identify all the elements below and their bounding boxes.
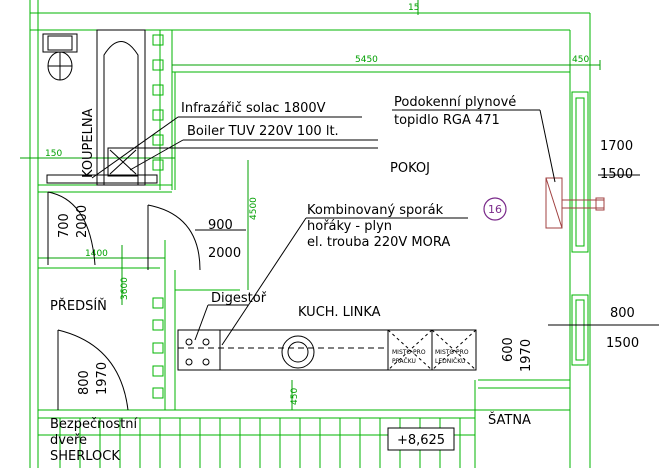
bathtub	[96, 29, 146, 186]
room-labels: KOUPELNA POKOJ PŘEDSÍŇ KUCH. LINKA ŠATNA	[50, 108, 531, 428]
right-window-frames	[571, 91, 589, 366]
opening-window-top: 1700	[600, 139, 633, 154]
room-number-marker: 16	[483, 197, 507, 221]
opening-wardrobe-door-h: 1970	[519, 339, 534, 372]
dim-hallway-width: 1400	[85, 249, 108, 259]
room-wardrobe: ŠATNA	[488, 412, 531, 428]
opening-bath-door-w: 700	[57, 213, 72, 238]
room-kitchen-line: KUCH. LINKA	[298, 305, 381, 320]
washbasin	[107, 147, 139, 177]
bathroom-door	[47, 191, 96, 266]
label-fridge-1: MISTO PRO	[435, 349, 469, 356]
gas-heater	[545, 177, 605, 229]
bathroom-counter	[46, 174, 158, 184]
dimension-labels: 15 5450 450 150 4500 1400 3600 450	[45, 3, 589, 405]
opening-entry-door-w: 800	[77, 370, 92, 395]
callout-infrared-heater: Infrazářič solac 1800V	[181, 101, 326, 116]
opening-inner-door-w: 900	[208, 218, 233, 233]
label-fridge-2: LEDNIČKU	[435, 358, 465, 365]
wall-vents	[152, 34, 164, 399]
opening-inner-door-h: 2000	[208, 246, 241, 261]
callout-cooker-2: hořáky - plyn	[307, 219, 392, 234]
opening-labels: 1700 1500 700 2000 900 2000 800 1970 800…	[57, 139, 639, 395]
callout-hood: Digestoř	[211, 291, 267, 306]
dim-room-width: 5450	[355, 55, 378, 65]
label-washer-2: PRAČKU	[392, 358, 416, 365]
callout-cooker-title: Kombinovaný sporák	[307, 203, 444, 218]
opening-wardrobe-door-w: 600	[501, 337, 516, 362]
room-hallway: PŘEDSÍŇ	[50, 298, 107, 314]
level-value: +8,625	[397, 433, 445, 448]
level-marker: +8,625	[387, 427, 455, 451]
callout-labels: Infrazářič solac 1800V Boiler TUV 220V 1…	[50, 95, 516, 464]
opening-window-bottom: 1500	[600, 167, 633, 182]
dim-top: 15	[408, 3, 419, 13]
kitchen-counter	[177, 329, 477, 371]
appliance-labels: MISTO PRO PRAČKU MISTO PRO LEDNIČKU	[392, 349, 469, 365]
kitchen-sink	[281, 335, 315, 369]
dim-right-wall: 450	[572, 55, 589, 65]
opening-bath-door-h: 2000	[75, 205, 90, 238]
leader-lines	[91, 109, 659, 346]
opening-kitchen-window-bottom: 1500	[606, 336, 639, 351]
opening-kitchen-window-top: 800	[610, 306, 635, 321]
room-number: 16	[488, 203, 502, 216]
stove-burners	[185, 338, 210, 366]
toilet	[42, 33, 78, 81]
opening-entry-door-h: 1970	[95, 362, 110, 395]
inner-door	[147, 204, 201, 271]
dim-hallway-height: 3600	[120, 277, 130, 300]
room-bathroom: KOUPELNA	[81, 108, 96, 178]
dim-left-wall: 150	[45, 149, 62, 159]
label-washer-1: MISTO PRO	[392, 349, 426, 356]
dim-bottom-wall: 450	[290, 388, 300, 405]
room-living: POKOJ	[390, 161, 430, 176]
callout-door-1: Bezpečnostní	[50, 417, 137, 432]
callout-boiler: Boiler TUV 220V 100 lt.	[187, 124, 339, 139]
dim-bathroom-height: 4500	[249, 197, 259, 220]
callout-gas-heater-1: Podokenní plynové	[394, 95, 516, 110]
callout-gas-heater-2: topidlo RGA 471	[394, 113, 500, 128]
callout-door-2: dveře	[50, 433, 87, 448]
callout-door-3: SHERLOCK	[50, 449, 120, 464]
entry-door	[57, 329, 129, 411]
callout-cooker-3: el. trouba 220V MORA	[307, 235, 450, 250]
walls	[29, 0, 591, 468]
